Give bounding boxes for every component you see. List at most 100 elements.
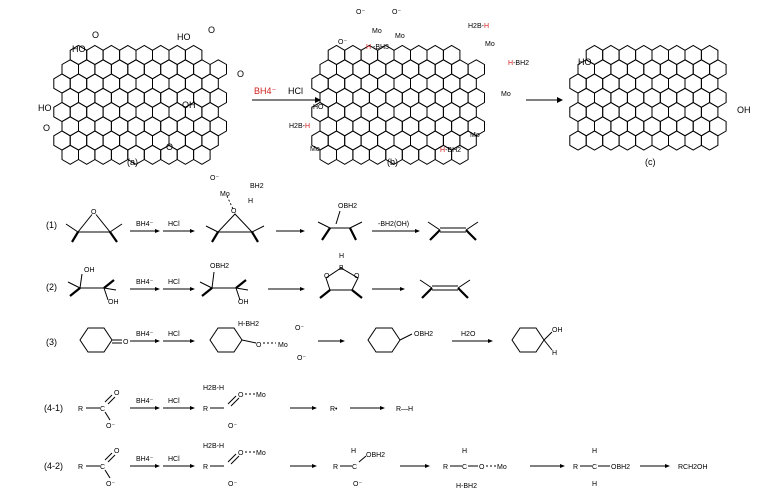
- h-label: H: [248, 198, 253, 205]
- arrowhead: [557, 97, 563, 103]
- row-3: (3) O BH4⁻ HCl H-BH2 O Mo O⁻ O⁻ OBH2 H2O…: [46, 321, 563, 362]
- r-label: R: [203, 406, 208, 413]
- h-bh2-label: H-BH2: [508, 60, 529, 67]
- bh2-label: BH2: [250, 183, 264, 190]
- r-label: R: [573, 464, 578, 471]
- hex-ring: [193, 144, 211, 165]
- h-bh2-label: H-BH2: [238, 321, 259, 328]
- graphene-oxide-sheet-a: [53, 44, 227, 165]
- o-minus: O⁻: [228, 481, 237, 488]
- row-id: (3): [46, 337, 57, 347]
- h-bh3-tail: -BH3: [373, 44, 389, 51]
- h2b-h-label: H2B-H: [203, 385, 224, 392]
- hex-ring: [401, 144, 420, 165]
- hex-ring: [602, 130, 620, 151]
- oh-label: OH: [552, 327, 563, 334]
- mo-label: Mo: [256, 392, 266, 399]
- row-id: (1): [46, 220, 57, 230]
- r-label: R: [333, 464, 338, 471]
- o-label: O: [43, 123, 50, 133]
- o-minus: O⁻: [338, 39, 347, 46]
- o-label: O: [256, 342, 262, 349]
- o-minus: O⁻: [228, 423, 237, 430]
- obh2-label: OBH2: [366, 452, 385, 459]
- c-label: C: [352, 464, 357, 471]
- r-label: R: [78, 464, 83, 471]
- h2b-h-label: H2B-H: [289, 123, 310, 130]
- o-label: O: [238, 450, 244, 457]
- mo-label: Mo: [220, 191, 230, 198]
- hex-ring: [700, 130, 719, 151]
- mo-label: Mo: [278, 342, 288, 349]
- o-label: O: [114, 390, 120, 397]
- reagent-hcl: HCl: [168, 221, 180, 228]
- r-label: R: [443, 464, 448, 471]
- mo-label: Mo: [395, 33, 405, 40]
- obh2-label: OBH2: [414, 331, 433, 338]
- hex-ring: [451, 144, 469, 165]
- reagent-hcl: HCl: [168, 279, 180, 286]
- reagent-bh4: BH4⁻: [254, 86, 277, 96]
- mo-label: Mo: [485, 41, 495, 48]
- oh-label: OH: [84, 267, 95, 274]
- oh-label: OH: [182, 100, 196, 110]
- arrowhead: [315, 97, 321, 103]
- mo-o-label: O⁻: [392, 9, 401, 16]
- ho-label: HO: [313, 104, 324, 111]
- oh-label: OH: [238, 299, 249, 306]
- h-label: H: [592, 448, 597, 455]
- reagent-bh4: BH4⁻: [136, 456, 154, 463]
- c-label: C: [462, 464, 467, 471]
- obh2-label: OBH2: [611, 464, 630, 471]
- water-label: H2O: [461, 331, 476, 338]
- reduced-graphene-sheet-c: [569, 44, 727, 151]
- h-label: H: [462, 448, 467, 455]
- c-label: C: [100, 406, 105, 413]
- h-label: H: [339, 253, 344, 260]
- o-label: O: [208, 25, 215, 35]
- row-1: (1) O BH4⁻ HCl O⁻ Mo BH2 H O OBH2 -: [46, 175, 479, 243]
- obh2-label: OBH2: [210, 263, 229, 270]
- hex-ring: [569, 130, 587, 151]
- reagent-hcl: HCl: [168, 331, 180, 338]
- mo-label: Mo: [256, 450, 266, 457]
- o-label: O: [166, 142, 173, 152]
- hex-ring: [78, 144, 96, 165]
- reagent-hcl: HCl: [288, 86, 303, 96]
- epoxide-ring: [76, 211, 112, 233]
- o-minus: O⁻: [295, 325, 304, 332]
- hex-ring: [668, 130, 686, 151]
- h-bh3-label: H: [366, 44, 371, 51]
- panel-label-a: (a): [127, 157, 138, 167]
- oh-label: OH: [737, 105, 751, 115]
- hex-ring: [618, 130, 637, 151]
- hex-ring: [418, 144, 436, 165]
- r-h: R—H: [396, 406, 413, 413]
- h-bh2-label: H-BH2: [440, 147, 461, 154]
- reagent-bh4: BH4⁻: [136, 221, 154, 228]
- step-label: -BH2(OH): [378, 221, 409, 228]
- r-label: R: [78, 406, 83, 413]
- ho-label: HO: [72, 44, 86, 54]
- reagent-bh4: BH4⁻: [136, 331, 154, 338]
- ho-label: HO: [177, 32, 191, 42]
- hex-ring: [143, 144, 162, 165]
- mo-label: Mo: [470, 132, 480, 139]
- hex-ring: [319, 144, 337, 165]
- panel-label-c: (c): [645, 157, 656, 167]
- o-label: O: [123, 339, 129, 346]
- o-label: O: [91, 209, 97, 216]
- reagent-bh4: BH4⁻: [136, 398, 154, 405]
- reagent-hcl: HCl: [168, 398, 180, 405]
- o-label: O: [92, 30, 99, 40]
- h-label: H: [592, 481, 597, 488]
- sheet-a-groups: HO HO HO O O OH O O O: [38, 25, 244, 152]
- r-radical: R•: [330, 406, 338, 413]
- o-label: O: [114, 448, 120, 455]
- product-label: RCH2OH: [678, 464, 708, 471]
- row-2: (2) OH OH BH4⁻ HCl OBH2 OH H B O O: [46, 253, 471, 306]
- h-bh2-label: H-BH2: [456, 483, 477, 490]
- h2b-h-label: H2B-H: [203, 443, 224, 450]
- o-minus: O⁻: [353, 481, 362, 488]
